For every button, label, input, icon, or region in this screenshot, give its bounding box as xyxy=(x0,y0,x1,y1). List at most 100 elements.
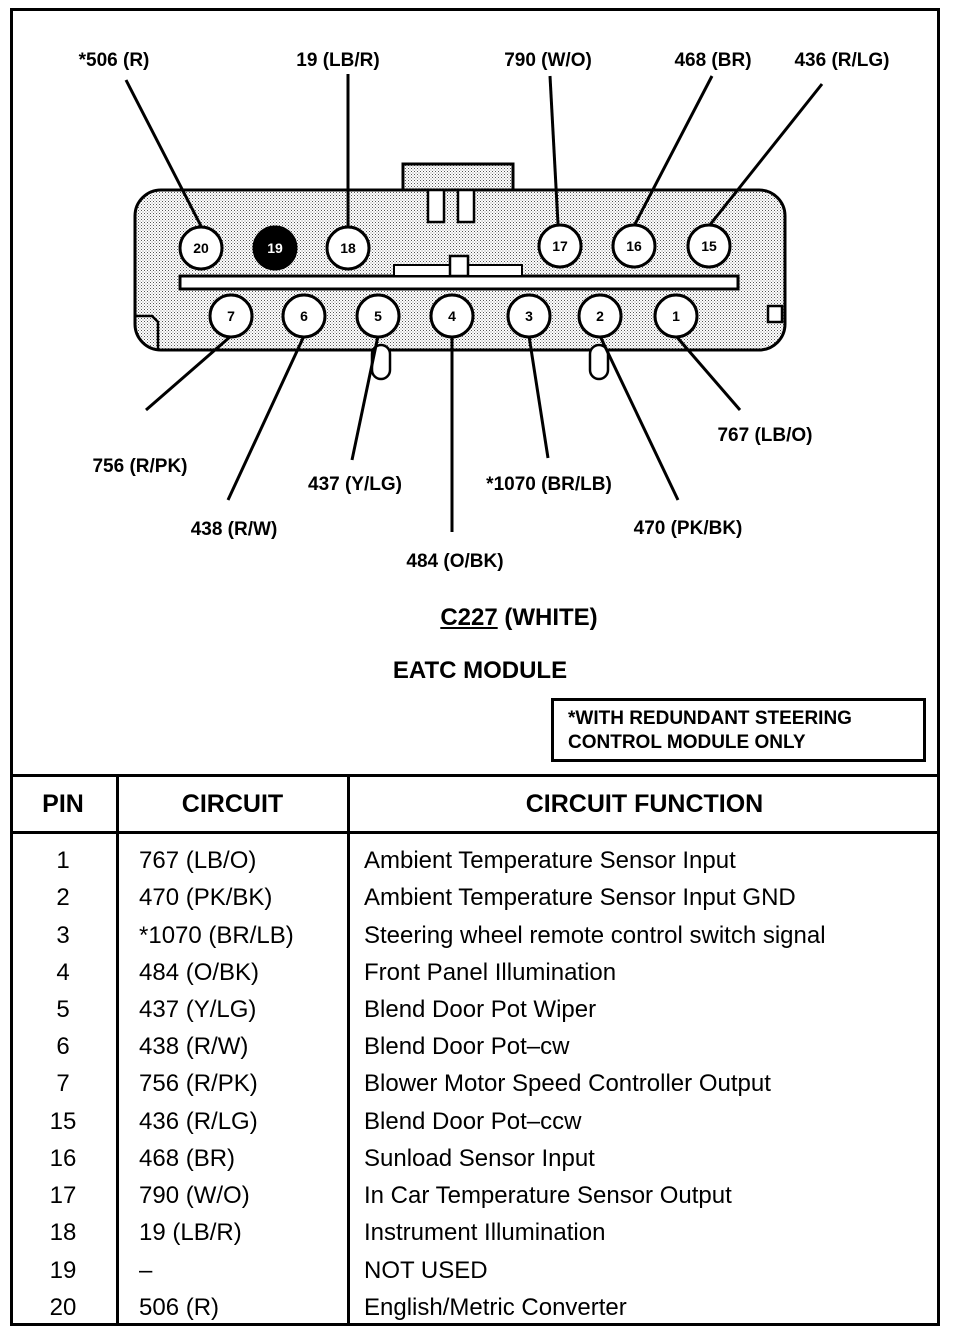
table-row: 20 506 (R)English/Metric Converter xyxy=(10,1288,940,1326)
connector-title: C227 (WHITE) xyxy=(0,604,960,632)
footnote-line: CONTROL MODULE ONLY xyxy=(568,732,806,753)
table-row: 18 19 (LB/R)Instrument Illumination xyxy=(10,1214,940,1252)
pin-number: 2 xyxy=(596,308,604,324)
header-circuit: CIRCUIT xyxy=(116,774,349,834)
pin-cell: 17 xyxy=(49,1182,77,1210)
pin-number: 6 xyxy=(300,308,308,324)
pin-number: 3 xyxy=(525,308,533,324)
wire-label-pin-5: 437 (Y/LG) xyxy=(308,474,402,495)
pin-18: 18 xyxy=(325,225,371,271)
pin-cell: 4 xyxy=(56,958,70,986)
table-row: 1 767 (LB/O)Ambient Temperature Sensor In… xyxy=(10,832,940,880)
pin-number: 16 xyxy=(626,238,642,254)
table-row: 3 *1070 (BR/LB)Steering wheel remote cont… xyxy=(10,916,940,954)
circuit-function-cell: In Car Temperature Sensor Output xyxy=(347,1177,940,1215)
header-circuit-function: CIRCUIT FUNCTION xyxy=(347,774,940,834)
footnote-line: *WITH REDUNDANT STEERING xyxy=(568,708,852,729)
pin-cell: 20 xyxy=(49,1293,77,1321)
pin-cell: 6 xyxy=(56,1033,70,1061)
pin-16: 16 xyxy=(611,223,657,269)
circuit-cell: 437 (Y/LG) xyxy=(116,990,349,1029)
wire-label-pin-3: *1070 (BR/LB) xyxy=(486,474,612,495)
circuit-function-cell: English/Metric Converter xyxy=(347,1288,940,1326)
pin-cell: 1 xyxy=(56,847,70,875)
pin-3: 3 xyxy=(506,293,552,339)
pin-5: 5 xyxy=(355,293,401,339)
pin-cell: 5 xyxy=(56,996,70,1024)
pin-number: 4 xyxy=(448,308,456,324)
leader-line xyxy=(548,75,560,225)
circuit-cell: 436 (R/LG) xyxy=(116,1102,349,1140)
pin-number: 1 xyxy=(672,308,680,324)
header-pin: PIN xyxy=(10,774,118,834)
circuit-cell: 506 (R) xyxy=(116,1288,349,1326)
pin-number: 20 xyxy=(193,240,209,256)
wire-label-pin-1: 767 (LB/O) xyxy=(717,425,812,446)
leader-line xyxy=(145,334,232,412)
circuit-cell: 767 (LB/O) xyxy=(116,832,349,880)
table-row: 6 438 (R/W)Blend Door Pot–cw xyxy=(10,1028,940,1066)
wire-label-pin-17: 790 (W/O) xyxy=(504,50,592,71)
leader-line xyxy=(226,335,306,501)
table-body: 1 767 (LB/O)Ambient Temperature Sensor In… xyxy=(10,832,940,1326)
circuit-function-cell: Instrument Illumination xyxy=(347,1214,940,1252)
pin-20: 20 xyxy=(178,225,224,271)
pin-number: 19 xyxy=(267,240,283,256)
pin-cell: 18 xyxy=(49,1219,77,1247)
circuit-function-cell: Front Panel Illumination xyxy=(347,953,940,991)
circuit-function-cell: Blend Door Pot–ccw xyxy=(347,1102,940,1140)
leader-line xyxy=(674,335,742,411)
circuit-cell: 438 (R/W) xyxy=(116,1028,349,1066)
pin-19: 19 xyxy=(252,225,298,271)
wire-label-pin-20: *506 (R) xyxy=(79,50,150,71)
pin-number: 17 xyxy=(552,238,568,254)
connector-diagram: 20 19 18 17 16 15 7 6 5 4 3 2 xyxy=(79,50,890,572)
circuit-function-cell: Blend Door Pot Wiper xyxy=(347,990,940,1029)
table-row: 19–NOT USED xyxy=(10,1251,940,1289)
pin-6: 6 xyxy=(281,293,327,339)
pin-cell: 16 xyxy=(49,1144,77,1172)
leader-line xyxy=(350,335,380,461)
leader-line xyxy=(632,75,714,227)
wire-label-pin-15: 436 (R/LG) xyxy=(794,50,889,71)
locking-tab xyxy=(588,343,610,381)
footnote-box: *WITH REDUNDANT STEERING CONTROL MODULE … xyxy=(551,698,926,762)
leader-line xyxy=(707,83,824,227)
leader-line xyxy=(598,335,680,501)
connector-key-slot xyxy=(178,274,740,291)
circuit-function-cell: Blend Door Pot–cw xyxy=(347,1028,940,1066)
pinout-table: PIN CIRCUIT CIRCUIT FUNCTION 1 767 (LB/O)… xyxy=(10,774,940,1326)
circuit-cell: – xyxy=(116,1251,349,1289)
leader-line xyxy=(124,79,203,227)
pin-2: 2 xyxy=(577,293,623,339)
circuit-cell: 484 (O/BK) xyxy=(116,953,349,991)
circuit-cell: 19 (LB/R) xyxy=(116,1214,349,1252)
circuit-cell: 756 (R/PK) xyxy=(116,1065,349,1103)
pin-17: 17 xyxy=(537,223,583,269)
pin-number: 7 xyxy=(227,308,235,324)
table-header-row: PIN CIRCUIT CIRCUIT FUNCTION xyxy=(10,774,940,834)
pin-cell: 7 xyxy=(56,1070,70,1098)
circuit-function-cell: NOT USED xyxy=(347,1251,940,1289)
circuit-cell: 470 (PK/BK) xyxy=(116,879,349,917)
circuit-function-cell: Sunload Sensor Input xyxy=(347,1139,940,1178)
connector-body xyxy=(133,162,787,381)
pin-15: 15 xyxy=(686,223,732,269)
pin-cell: 3 xyxy=(56,921,70,949)
circuit-cell: *1070 (BR/LB) xyxy=(116,916,349,954)
pin-number: 5 xyxy=(374,308,382,324)
connector-latch xyxy=(401,162,515,194)
pin-number: 15 xyxy=(701,238,717,254)
circuit-function-cell: Blower Motor Speed Controller Output xyxy=(347,1065,940,1103)
wire-label-pin-2: 470 (PK/BK) xyxy=(634,518,743,539)
circuit-function-cell: Steering wheel remote control switch sig… xyxy=(347,916,940,954)
table-row: 5 437 (Y/LG)Blend Door Pot Wiper xyxy=(10,990,940,1029)
wire-label-pin-16: 468 (BR) xyxy=(674,50,751,71)
pin-1: 1 xyxy=(653,293,699,339)
circuit-function-cell: Ambient Temperature Sensor Input xyxy=(347,832,940,880)
wire-label-pin-7: 756 (R/PK) xyxy=(92,456,187,477)
